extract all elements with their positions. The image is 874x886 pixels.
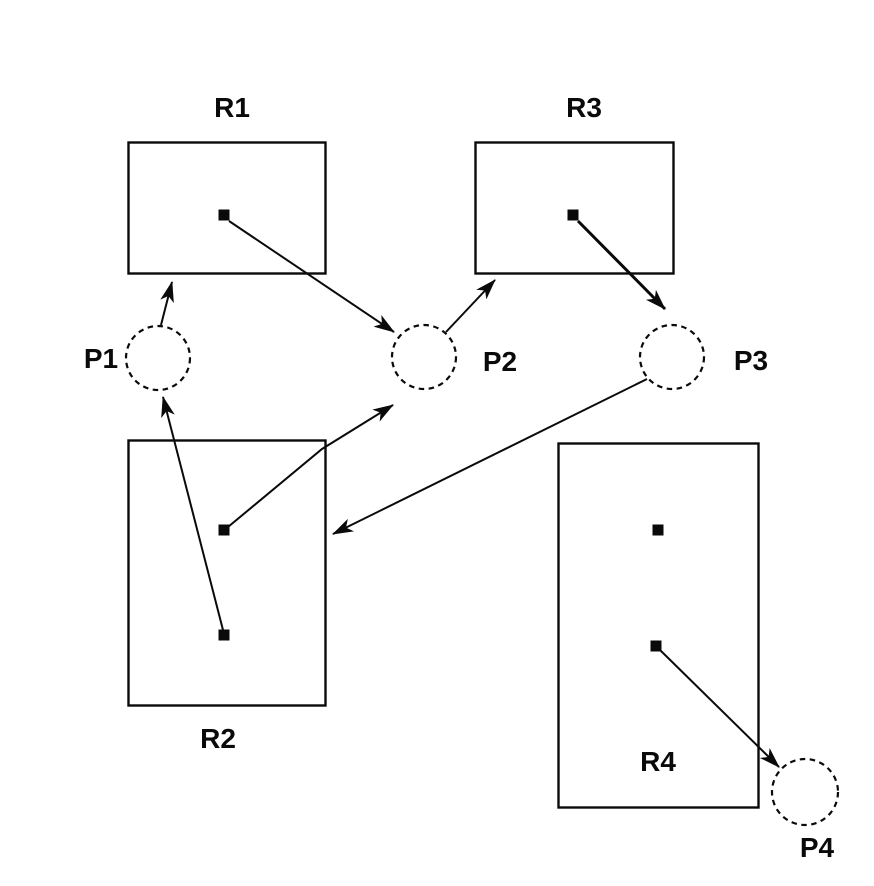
resource-r3-label: R3 [566, 92, 602, 123]
process-p2-circle [390, 323, 458, 391]
process-p4-circle [770, 757, 840, 827]
process-p3-label: P3 [734, 345, 768, 376]
edge-p3-to-r2-arrow [332, 378, 648, 535]
resource-r2-box [127, 439, 327, 707]
edge-r2-to-p1-arrow [161, 396, 224, 631]
process-p1-circle [124, 324, 192, 392]
process-p3-circle [638, 323, 706, 391]
resource-r1-label: R1 [214, 92, 250, 123]
process-p2-label: P2 [483, 346, 517, 377]
r4-instance-dot-2 [650, 640, 662, 652]
edge-r4-to-p4-arrow [659, 649, 780, 768]
r2-instance-dot-1 [218, 524, 230, 536]
edge-r2-to-p2-arrow [227, 404, 394, 528]
r3-instance-dot [567, 209, 579, 221]
resource-r3-box [474, 141, 675, 275]
r2-instance-dot-2 [218, 629, 230, 641]
edge-p2-to-r3-arrow [445, 279, 496, 333]
resource-r4-box [557, 442, 760, 809]
resource-r1-box [127, 141, 327, 275]
r1-instance-dot [218, 209, 230, 221]
edge-p1-to-r1-arrow [160, 281, 174, 326]
resource-r2-label: R2 [200, 723, 236, 754]
process-p1-label: P1 [84, 343, 118, 374]
process-p4-label: P4 [800, 832, 835, 863]
edge-r1-to-p2-arrow [228, 220, 395, 333]
r4-instance-dot-1 [652, 524, 664, 536]
resource-r4-label: R4 [640, 746, 676, 777]
edge-r3-to-p3-arrow [576, 219, 667, 311]
